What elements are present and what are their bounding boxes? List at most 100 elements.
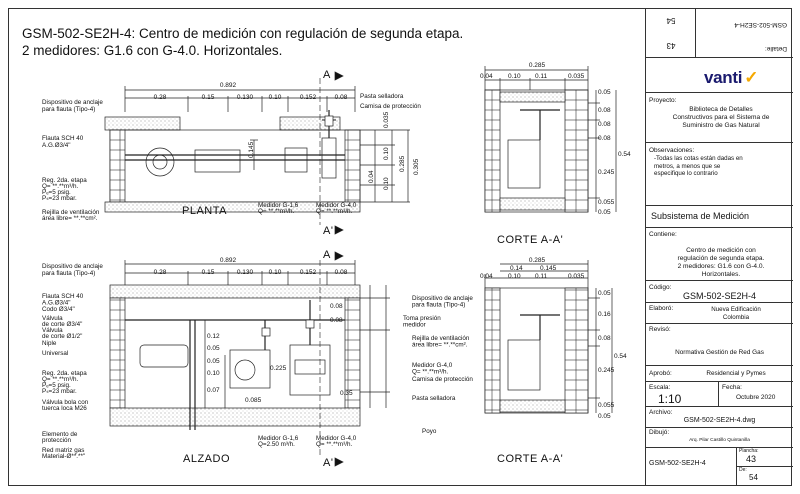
proyecto-text: Biblioteca de Detalles Constructivos par… (672, 106, 770, 129)
svg-text:Universal: Universal (42, 350, 68, 357)
alzado-vdim-7: 0.225 (270, 365, 287, 372)
planta-vdim-6: 0.285 (399, 155, 406, 172)
svg-text:Medidor G-1,6Q= **.**m³/h.: Medidor G-1,6Q= **.**m³/h. (258, 202, 299, 215)
alzado-vdim-4: 0.12 (207, 333, 220, 340)
detail-header: 54 43 Detalle: GSM-502-SE2H-4 (646, 8, 793, 58)
planta-total-width: 0.892 (220, 82, 237, 89)
drawing-title: GSM-502-SE2H-4: Centro de medición con r… (22, 25, 622, 59)
escala-value: 1:10 (658, 392, 682, 406)
alzado-dim-2: 0.15 (202, 269, 215, 276)
planta-anclaje-2: para flauta (Tipo-4) (42, 106, 95, 113)
plancha-code: GSM-502-SE2H-4 (649, 460, 706, 467)
proyecto-caption: Proyecto: (649, 97, 677, 104)
fecha-caption: Fecha: (722, 384, 742, 391)
alzado-vdim-5: 0.05 (207, 358, 220, 365)
corte-bottom-vdim-2: 0.16 (598, 311, 611, 318)
drawing-sheet (8, 8, 792, 486)
planta-marker-bottom: A' (323, 225, 333, 237)
alzado-vdim-9: 0.085 (245, 397, 262, 404)
alzado-vdim-6: 0.10 (207, 370, 220, 377)
codigo-value: GSM-502-SE2H-4 (682, 291, 757, 301)
alzado-dim-5: 0.152 (300, 269, 317, 276)
svg-text:Medidor G-4,0Q= **.**m³/h.: Medidor G-4,0Q= **.**m³/h. (316, 202, 357, 215)
planta-anclaje-1: Dispositivo de anclaje (42, 99, 103, 106)
corte-bottom-vdim-3: 0.08 (598, 335, 611, 342)
fecha-value: Octubre 2020 (736, 394, 776, 401)
corte-bottom-top-dim-1: 0.14 (510, 265, 523, 272)
alzado-texts: 0.892 0.28 0.15 0.130 0.10 0.152 0.08 0.… (154, 249, 353, 469)
planta-view-label: PLANTA (182, 205, 227, 217)
archivo-value: GSM-502-SE2H-4.dwg (683, 417, 756, 424)
obs-caption: Observaciones: (649, 147, 695, 154)
dibujo-value: Arq. Pilar Castillo Quintanilla (689, 438, 750, 443)
svg-text:Pasta selladora: Pasta selladora (360, 93, 404, 100)
svg-text:Camisa de protección: Camisa de protección (412, 376, 473, 383)
aprobo-value: Residencial y Pymes (706, 370, 766, 377)
corte-top-vdim-4: 0.08 (598, 135, 611, 142)
corte-bottom-vdim-1: 0.05 (598, 290, 611, 297)
corte-top-vdim-7: 0.055 (598, 199, 615, 206)
corte-bottom-top-dim-2: 0.145 (540, 265, 557, 272)
planta-dim-5: 0.152 (300, 94, 317, 101)
svg-text:Medidor G-4,0Q= **.**m³/h.: Medidor G-4,0Q= **.**m³/h. (316, 435, 357, 448)
corte-top-vdim-8: 0.05 (598, 209, 611, 216)
corte-top-total: 0.285 (529, 62, 546, 69)
corte-bottom-dim-3: 0.11 (535, 273, 548, 280)
corte-top-view (484, 66, 617, 213)
aprobo-caption: Aprobó: (649, 370, 672, 377)
corte-top-vdim-3: 0.08 (598, 121, 611, 128)
plancha-de-caption: De: (739, 467, 747, 473)
corte-top-texts: 0.285 0.04 0.10 0.11 0.035 0.05 0.08 0.0… (480, 62, 631, 246)
alzado-vdim-10: 0.35 (340, 390, 353, 397)
planta-dim-6: 0.08 (335, 94, 348, 101)
escala-caption: Escala: (649, 384, 671, 391)
title-line-1: GSM-502-SE2H-4: Centro de medición con r… (22, 26, 464, 41)
title-block: 54 43 Detalle: GSM-502-SE2H-4 vanti✓ Pro… (645, 8, 793, 486)
alzado-vdim-1: 0.08 (330, 303, 343, 310)
corte-top-dim-2: 0.10 (508, 73, 521, 80)
corte-top-vdim-6: 0.245 (598, 169, 615, 176)
detalle-caption: Detalle: (764, 45, 787, 52)
svg-text:Niple: Niple (42, 340, 57, 347)
dibujo-caption: Dibujó: (649, 429, 670, 436)
corte-bottom-vdim-5: 0.245 (598, 367, 615, 374)
planta-vdim-3: 0.04 (368, 170, 375, 183)
alzado-total-width: 0.892 (220, 257, 237, 264)
subsistema-title: Subsistema de Medición (651, 211, 750, 221)
alzado-marker-top: A (323, 249, 331, 261)
corte-bottom-vdim-4: 0.54 (614, 353, 627, 360)
corte-top-dim-4: 0.035 (568, 73, 585, 80)
title-line-2: 2 medidores: G1.6 con G-4.0. Horizontale… (22, 43, 283, 58)
corte-bottom-dim-4: 0.035 (568, 273, 585, 280)
detalle-num: 43 (666, 41, 676, 50)
alzado-dim-1: 0.28 (154, 269, 167, 276)
planta-vdim-7: 0.305 (413, 158, 420, 175)
planta-vdim-1: 0.035 (383, 111, 390, 128)
alzado-dim-6: 0.08 (335, 269, 348, 276)
check-icon: ✓ (744, 68, 759, 87)
planta-dim-4: 0.10 (269, 94, 282, 101)
alzado-dim-4: 0.10 (269, 269, 282, 276)
svg-text:Flauta SCH 40A.G.Ø3/4"Codo Ø3/: Flauta SCH 40A.G.Ø3/4"Codo Ø3/4" (42, 293, 84, 313)
elaboro-value: Nueva Edificación Colombia (711, 306, 761, 321)
corte-bottom-label: CORTE A-A' (497, 453, 563, 465)
codigo-caption: Código: (649, 284, 672, 291)
corte-top-dim-3: 0.11 (535, 73, 548, 80)
elaboro-caption: Elaboró: (649, 305, 674, 312)
corte-bottom-total: 0.285 (529, 257, 546, 264)
sheet-code-top: GSM-502-SE2H-4 (734, 21, 787, 28)
alzado-dim-3: 0.130 (237, 269, 254, 276)
corte-top-vdim-1: 0.05 (598, 89, 611, 96)
normativa-value: Normativa Gestión de Red Gas (675, 349, 764, 356)
